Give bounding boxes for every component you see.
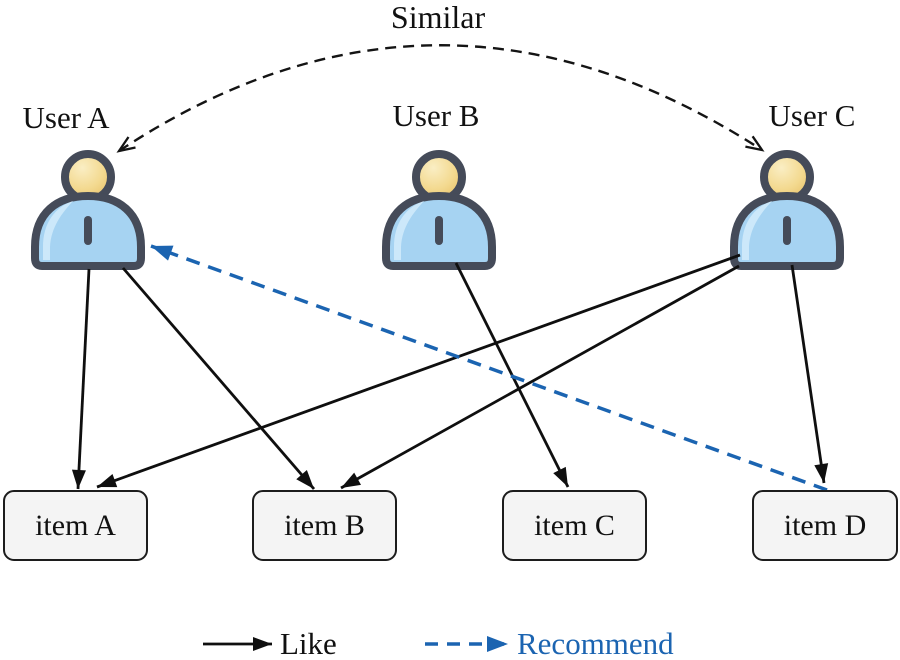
legend-recommend-label: Recommend — [517, 626, 674, 660]
recommend-edge-itemd-usera — [150, 244, 828, 492]
user-b-label: User B — [392, 98, 480, 133]
item-c-label: item C — [534, 508, 615, 542]
like-edge-usera-itemb — [121, 267, 316, 490]
similar-edge-arc — [118, 44, 763, 153]
legend-like-label: Like — [280, 626, 337, 660]
similar-label: Similar — [390, 0, 486, 35]
item-a-node: item A — [3, 490, 148, 561]
like-edge-userc-itemb — [340, 264, 740, 490]
user-a-label: User A — [22, 100, 110, 135]
item-d-label: item D — [783, 508, 867, 542]
user-c-label: User C — [768, 98, 856, 133]
like-edge-usera-itema — [71, 268, 91, 490]
similar-open-arrowhead-right-icon — [745, 135, 765, 152]
item-d-node: item D — [752, 490, 898, 561]
user-a-person-icon — [35, 154, 141, 266]
similar-open-arrowhead-left-icon — [116, 136, 136, 153]
user-c-person-icon — [734, 154, 840, 266]
user-b-person-icon — [386, 154, 492, 266]
item-b-node: item B — [252, 490, 397, 561]
item-b-label: item B — [284, 508, 365, 542]
like-edge-userc-itemd — [790, 264, 829, 484]
item-c-node: item C — [502, 490, 647, 561]
item-a-label: item A — [35, 508, 116, 542]
like-edge-userc-itema — [96, 253, 741, 489]
